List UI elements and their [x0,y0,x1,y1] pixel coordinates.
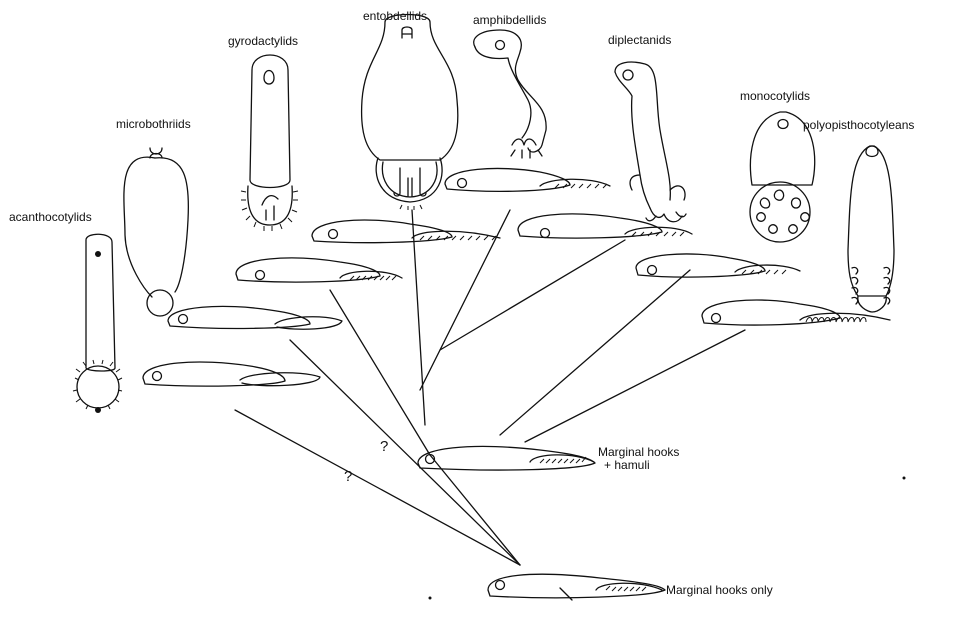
adult-polyopisthocotylean [848,146,894,312]
tree-branches [235,210,745,600]
adult-amphibdellid [474,30,546,158]
adult-entobdellid [362,15,458,211]
larva-microbothriid [168,306,342,329]
larva-hooks-hamuli [418,446,595,470]
label-marginal-hooks-only: Marginal hooks only [666,584,773,597]
stray-dot [903,477,906,480]
larva-gyrodactylid [236,258,402,282]
label-monocotylids: monocotylids [740,90,810,103]
label-acanthocotylids: acanthocotylids [9,211,92,224]
adult-gyrodactylid [241,55,298,231]
label-entobdellids: entobdellids [363,10,427,23]
larva-entobdellid [312,220,500,243]
larva-acanthocotylid [143,362,320,386]
label-polyopisthocotyleans: polyopisthocotyleans [803,119,914,132]
larva-amphibdellid [445,168,610,191]
uncertain-mark: ? [344,470,352,483]
larva-monocotylid [636,254,800,277]
label-diplectanids: diplectanids [608,34,671,47]
label-microbothriids: microbothriids [116,118,191,131]
label-marginal-hooks-hamuli-line2: + hamuli [598,459,679,472]
larva-root [488,574,665,598]
adult-diplectanid [615,62,686,222]
label-marginal-hooks-hamuli: Marginal hooks + hamuli [598,446,679,472]
uncertain-mark: ? [380,440,388,453]
stray-dot [429,597,432,600]
label-gyrodactylids: gyrodactylids [228,35,298,48]
adult-microbothriid [124,148,188,316]
label-amphibdellids: amphibdellids [473,14,546,27]
larva-polyopisthocotylean [702,300,890,325]
adult-acanthocotylid [73,234,122,413]
